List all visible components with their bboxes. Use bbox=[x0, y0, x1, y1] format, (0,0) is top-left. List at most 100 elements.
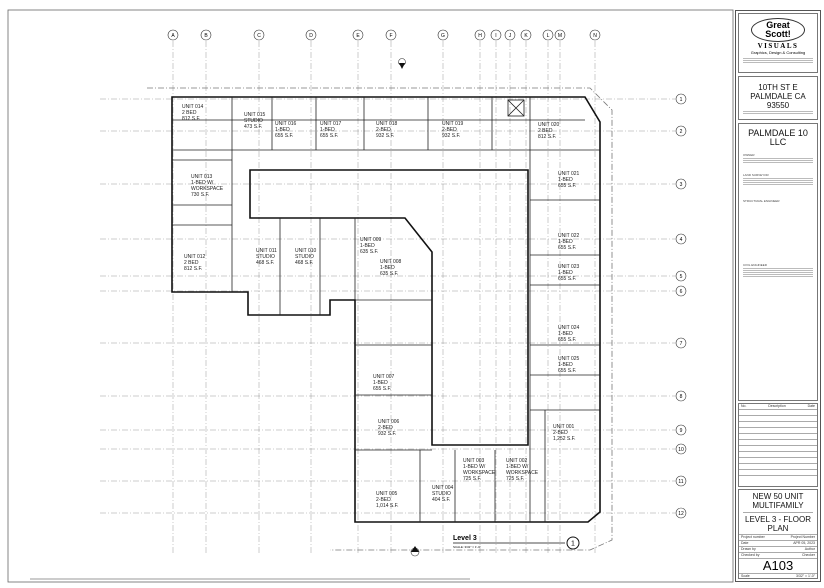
unit-area: 468 S.F. bbox=[295, 260, 313, 266]
revision-row bbox=[739, 445, 817, 451]
grid-bubble bbox=[167, 29, 179, 41]
unit-area: 635 S.F. bbox=[380, 271, 398, 277]
grid-bubble bbox=[675, 125, 687, 137]
logo-text: Great bbox=[766, 20, 790, 30]
unit-type: 1-BED bbox=[320, 127, 335, 133]
unit-type: 1-BED W/ bbox=[463, 464, 486, 470]
unit-name: UNIT 016 bbox=[275, 121, 297, 127]
grid-bubble bbox=[554, 29, 566, 41]
grid-bubble bbox=[490, 29, 502, 41]
sheet-number: A103 bbox=[739, 558, 817, 573]
grid-bubble bbox=[589, 29, 601, 41]
unit-type: WORKSPACE bbox=[463, 470, 496, 476]
address-line: 10TH ST E bbox=[758, 83, 798, 92]
grid-bubble bbox=[253, 29, 265, 41]
grid-bubble bbox=[675, 285, 687, 297]
info-label: Drawn by bbox=[741, 547, 756, 551]
unit-name: UNIT 025 bbox=[558, 356, 580, 362]
rev-header: No. bbox=[741, 404, 747, 408]
grid-label: I bbox=[495, 33, 496, 39]
courtyard-outline bbox=[249, 169, 529, 446]
north-arrow-icon bbox=[410, 546, 420, 557]
role-label: CIVIL ENGINEER bbox=[743, 263, 767, 267]
unit-name: UNIT 004 bbox=[432, 485, 454, 491]
grid-label: 2 bbox=[680, 129, 683, 135]
unit-type: 2 BED bbox=[184, 260, 199, 266]
unit-area: 725 S.F. bbox=[506, 476, 524, 482]
rev-header: Description bbox=[768, 404, 786, 408]
grid-bubble bbox=[675, 337, 687, 349]
revision-row bbox=[739, 457, 817, 463]
grid-bubble bbox=[675, 443, 687, 455]
grid-label: B bbox=[204, 33, 208, 39]
unit-name: UNIT 002 bbox=[506, 458, 528, 464]
revision-row bbox=[739, 421, 817, 427]
unit-name: UNIT 009 bbox=[360, 237, 382, 243]
grid-bubble bbox=[542, 29, 554, 41]
info-value: Project Number bbox=[790, 535, 815, 539]
unit-type: STUDIO bbox=[295, 254, 314, 260]
unit-type: 1-BED bbox=[275, 127, 290, 133]
grid-bubble bbox=[675, 390, 687, 402]
info-label: Checked by bbox=[741, 553, 760, 557]
grid-bubble bbox=[437, 29, 449, 41]
logo: Great Scott! bbox=[751, 18, 805, 42]
unit-type: 1-BED W/ bbox=[506, 464, 529, 470]
unit-area: 655 S.F. bbox=[558, 245, 576, 251]
unit-area: 655 S.F. bbox=[558, 337, 576, 343]
grid-bubble bbox=[675, 270, 687, 282]
unit-area: 1,252 S.F. bbox=[553, 436, 576, 442]
unit-type: STUDIO bbox=[432, 491, 451, 497]
unit-type: 1-BED bbox=[360, 243, 375, 249]
grid-label: 9 bbox=[680, 428, 683, 434]
grid-label: G bbox=[441, 33, 445, 39]
grid-label: 12 bbox=[678, 511, 684, 517]
grid-label: F bbox=[389, 33, 392, 39]
grid-label: 3 bbox=[680, 182, 683, 188]
logo-text: VISUALS bbox=[757, 42, 799, 50]
unit-name: UNIT 020 bbox=[538, 122, 560, 128]
grid-label: H bbox=[478, 33, 482, 39]
unit-name: UNIT 013 bbox=[191, 174, 213, 180]
unit-name: UNIT 011 bbox=[256, 248, 277, 254]
unit-area: 932 S.F. bbox=[376, 133, 394, 139]
unit-type: 1-BED bbox=[558, 239, 573, 245]
unit-area: 468 S.F. bbox=[256, 260, 274, 266]
grid-bubble bbox=[504, 29, 516, 41]
info-value: Author bbox=[804, 547, 815, 551]
unit-area: 655 S.F. bbox=[320, 133, 338, 139]
revision-row bbox=[739, 427, 817, 433]
unit-name: UNIT 024 bbox=[558, 325, 580, 331]
unit-type: 2-BED bbox=[378, 425, 393, 431]
elevator-icon bbox=[507, 99, 525, 117]
grid-bubble bbox=[385, 29, 397, 41]
unit-type: 1-BED bbox=[558, 177, 573, 183]
revision-row bbox=[739, 433, 817, 439]
view-scale: SCALE: 3/32" = 1'-0" bbox=[453, 545, 481, 549]
grid-bubble bbox=[305, 29, 317, 41]
scale-label: Scale bbox=[741, 574, 750, 578]
view-number: 1 bbox=[571, 541, 575, 548]
revision-row bbox=[739, 451, 817, 457]
revision-row bbox=[739, 415, 817, 421]
unit-type: 1-BED bbox=[380, 265, 395, 271]
view-number-bubble bbox=[566, 536, 580, 550]
unit-area: 655 S.F. bbox=[373, 386, 391, 392]
address-line: 93550 bbox=[766, 101, 790, 110]
unit-area: 812 S.F. bbox=[184, 266, 202, 272]
unit-name: UNIT 019 bbox=[442, 121, 464, 127]
unit-area: 812 S.F. bbox=[182, 116, 200, 122]
grid-label: A bbox=[171, 33, 175, 39]
unit-name: UNIT 023 bbox=[558, 264, 580, 270]
